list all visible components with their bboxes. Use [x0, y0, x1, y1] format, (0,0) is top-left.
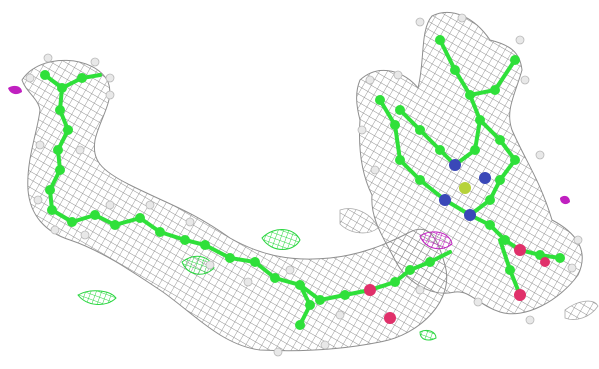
hydrogen-atoms [25, 13, 583, 357]
carbon-atoms [40, 35, 565, 330]
oxygen-atoms [364, 244, 550, 324]
nitrogen-atoms [439, 159, 491, 221]
difference-density [8, 85, 570, 341]
metal-center [459, 182, 471, 194]
